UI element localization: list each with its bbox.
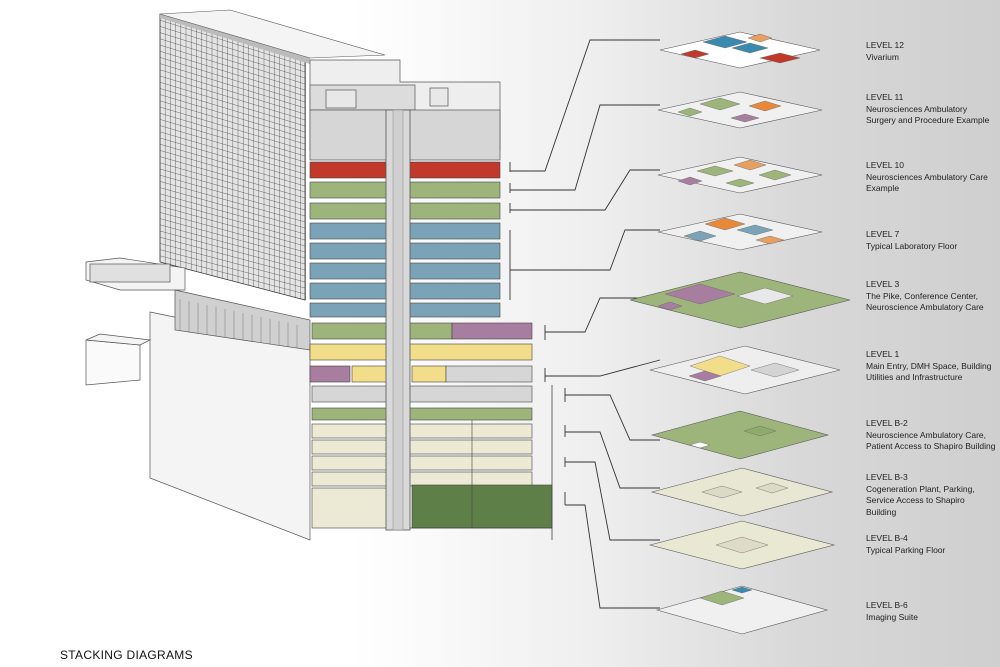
- floor-plate: [629, 271, 851, 329]
- floor-band: [309, 343, 533, 361]
- leader-line: [564, 425, 660, 489]
- floor-band: [311, 385, 533, 403]
- leader-line: [564, 457, 660, 541]
- leader-line: [544, 359, 661, 382]
- floor-band: [445, 365, 533, 383]
- floor-plate: [649, 345, 841, 395]
- leader-line: [509, 104, 660, 193]
- floor-band: [309, 365, 351, 383]
- floor-plate: [648, 520, 836, 570]
- floor-band: [311, 407, 533, 421]
- floor-band: [411, 484, 553, 529]
- leader-line: [544, 297, 650, 340]
- floor-plate: [657, 91, 823, 129]
- leader-line: [564, 388, 660, 441]
- floor-plates: [629, 31, 851, 635]
- leader-line: [564, 492, 660, 609]
- floor-plate: [659, 31, 821, 69]
- floor-plate: [655, 585, 829, 635]
- floor-plate: [657, 213, 823, 251]
- floor-band: [451, 322, 533, 340]
- leader-lines: [509, 39, 661, 609]
- floor-band: [311, 322, 453, 340]
- floor-band: [351, 365, 388, 383]
- floor-bands: [309, 161, 553, 540]
- floor-band: [311, 455, 533, 471]
- floor-band: [411, 365, 447, 383]
- glass-tower: [159, 9, 386, 301]
- leader-line: [509, 229, 660, 300]
- diagram-title: STACKING DIAGRAMS: [60, 648, 193, 662]
- floor-plate: [657, 156, 823, 194]
- floor-band: [311, 423, 533, 439]
- leader-line: [509, 169, 660, 213]
- floor-plate: [650, 410, 830, 460]
- core-shaft: [385, 109, 411, 531]
- floor-plate: [650, 467, 834, 517]
- floor-band: [311, 439, 533, 455]
- leader-line: [509, 39, 660, 172]
- podium-block: [85, 257, 311, 541]
- floor-band: [311, 471, 533, 487]
